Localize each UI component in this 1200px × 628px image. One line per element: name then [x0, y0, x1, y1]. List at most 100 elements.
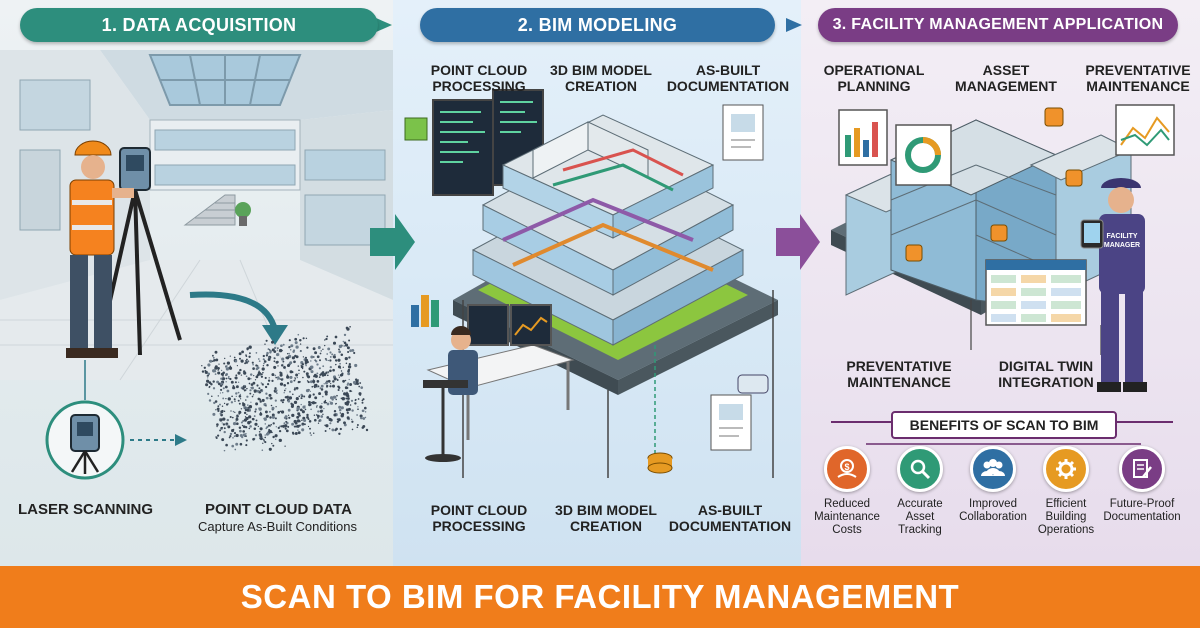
point-cloud-dot — [319, 405, 323, 409]
point-cloud-dot — [229, 415, 232, 419]
point-cloud-dot — [215, 409, 217, 411]
point-cloud-dot — [273, 360, 276, 363]
point-cloud-dot — [342, 340, 344, 343]
point-cloud-dot — [245, 354, 247, 356]
point-cloud-dot — [237, 371, 241, 375]
point-cloud-dot — [341, 372, 344, 375]
point-cloud-dot — [324, 430, 327, 432]
point-cloud-dot — [335, 360, 338, 362]
point-cloud-dot — [245, 358, 248, 361]
point-cloud-dot — [286, 382, 290, 385]
point-cloud-dot — [293, 425, 296, 428]
point-cloud-dot — [238, 426, 242, 429]
point-cloud-dot — [345, 402, 349, 406]
point-cloud-dot — [351, 409, 354, 412]
point-cloud-dot — [284, 445, 286, 447]
capture-caption: Capture As-Built Conditions — [198, 519, 357, 534]
point-cloud-dot — [307, 418, 310, 421]
point-cloud-dot — [285, 420, 288, 423]
point-cloud-dot — [313, 375, 316, 378]
point-cloud-dot — [250, 383, 254, 386]
point-cloud-dot — [336, 420, 340, 423]
point-cloud-dot — [225, 397, 227, 400]
point-cloud-dot — [326, 335, 329, 338]
point-cloud-dot — [364, 416, 367, 419]
point-cloud-dot — [336, 378, 338, 380]
point-cloud-dot — [340, 370, 343, 372]
point-cloud-dot — [296, 419, 301, 423]
point-cloud-dot — [322, 413, 324, 416]
point-cloud-dot — [282, 343, 285, 346]
point-cloud-dot — [299, 343, 302, 345]
point-cloud-dot — [252, 367, 255, 370]
point-cloud-dot — [235, 392, 238, 395]
point-cloud-dot — [267, 379, 271, 382]
point-cloud-dot — [245, 444, 248, 447]
point-cloud-dot — [207, 374, 210, 377]
point-cloud-dot — [320, 350, 322, 352]
point-cloud-dot — [297, 412, 301, 416]
point-cloud-dot — [224, 385, 228, 389]
point-cloud-dot — [248, 382, 251, 385]
point-cloud-dot — [358, 392, 362, 396]
point-cloud-dot — [285, 388, 287, 390]
point-cloud-dot — [207, 363, 211, 367]
laser-scanning-illustration — [0, 50, 393, 480]
point-cloud-dot — [271, 415, 275, 419]
point-cloud-dot — [317, 385, 320, 387]
point-cloud-dot — [231, 416, 234, 419]
point-cloud-dot — [283, 392, 285, 394]
point-cloud-dot — [354, 398, 357, 401]
point-cloud-dot — [243, 418, 247, 422]
point-cloud-dot — [274, 374, 277, 377]
point-cloud-dot — [219, 403, 221, 406]
point-cloud-dot — [236, 416, 238, 419]
point-cloud-dot — [286, 375, 290, 379]
point-cloud-dot — [220, 382, 224, 386]
point-cloud-dot — [254, 422, 258, 426]
point-cloud-dot — [275, 438, 277, 440]
point-cloud-dot — [241, 350, 245, 354]
point-cloud-dot — [269, 416, 272, 419]
point-cloud-dot — [283, 422, 286, 425]
point-cloud-dot — [296, 424, 300, 428]
point-cloud-dot — [240, 359, 244, 363]
point-cloud-dot — [291, 422, 295, 426]
point-cloud-dot — [214, 365, 218, 369]
point-cloud-dot — [211, 395, 213, 397]
point-cloud-dot — [230, 410, 232, 412]
point-cloud-dot — [325, 337, 328, 341]
point-cloud-dot — [248, 405, 253, 409]
point-cloud-dot — [312, 356, 315, 358]
point-cloud-dot — [293, 379, 296, 382]
point-cloud-dot — [324, 339, 326, 341]
point-cloud-dot — [222, 387, 225, 390]
point-cloud-dot — [346, 386, 349, 389]
point-cloud-dot — [226, 365, 228, 367]
point-cloud-dot — [304, 408, 307, 411]
point-cloud-dot — [292, 350, 295, 354]
point-cloud-dot — [339, 412, 341, 414]
point-cloud-data-label: POINT CLOUD DATA — [205, 501, 352, 518]
panel-data-acquisition: LASER SCANNING POINT CLOUD DATA Capture … — [0, 0, 393, 566]
point-cloud-dot — [307, 425, 310, 428]
point-cloud-dot — [235, 395, 237, 398]
point-cloud-dot — [273, 365, 277, 369]
point-cloud-dot — [286, 356, 290, 360]
point-cloud-dot — [219, 412, 222, 415]
point-cloud-dot — [331, 428, 335, 432]
point-cloud-dot — [275, 389, 278, 392]
point-cloud-dot — [350, 399, 354, 402]
point-cloud-dot — [235, 442, 239, 446]
point-cloud-dot — [276, 349, 278, 351]
point-cloud-dot — [231, 444, 235, 448]
point-cloud-dot — [208, 399, 212, 402]
banner-facility-management: 3. FACILITY MANAGEMENT APPLICATION — [818, 8, 1178, 42]
point-cloud-dot — [300, 393, 303, 397]
point-cloud-dot — [301, 363, 305, 366]
point-cloud-dot — [214, 373, 217, 375]
